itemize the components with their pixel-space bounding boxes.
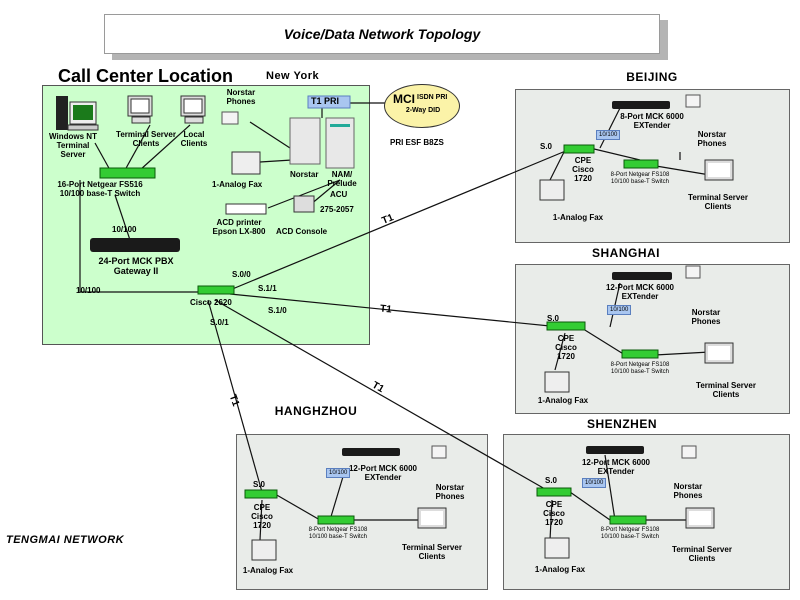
wan-link-beijing: [229, 149, 569, 291]
carrier-line2: 2-Way DID: [405, 107, 441, 114]
mci-carrier: MCI ISDN PRI 2-Way DID: [384, 84, 460, 128]
norstar-cabinet-icon: [289, 117, 321, 165]
fax-to-norstar: [259, 159, 293, 163]
city-hanghzhou: HANGHZHOU: [274, 404, 358, 418]
carrier-line1: ISDN PRI: [417, 94, 448, 101]
shenzhen-mck: 12-Port MCK 6000 EXTender: [581, 458, 651, 476]
norstar-label: Norstar: [290, 170, 319, 179]
beijing-serial: S.0: [540, 142, 553, 151]
pri-spec-label: PRI ESF B8ZS: [390, 138, 444, 147]
shanghai-phones: Norstar Phones: [691, 308, 721, 326]
hanghzhou-serial: S.0: [253, 480, 266, 489]
hanghzhou-mck: 12-Port MCK 6000 EXTender: [348, 464, 418, 482]
wan-link-shanghai: [229, 293, 561, 328]
router-label: Cisco 2620: [190, 298, 232, 307]
shanghai-serial: S.0: [547, 314, 560, 323]
router-2620-icon: [197, 285, 235, 295]
switch-to-pbx: [114, 194, 131, 241]
hq-phone-icon: [221, 111, 239, 125]
wan-link-hanghzhou: [207, 299, 263, 493]
title-banner: Voice/Data Network Topology: [104, 14, 660, 54]
t1-pri-tag: [307, 95, 351, 109]
acd-printer-icon: [225, 203, 267, 215]
hq-link-100-a: 10/100: [112, 225, 137, 234]
hanghzhou-ts-clients: Terminal Server Clients: [402, 543, 462, 561]
shenzhen-fax: 1-Analog Fax: [534, 565, 586, 574]
hq-link-100-b: 10/100: [76, 286, 101, 295]
acu-label: ACU: [330, 190, 348, 199]
ntserver-to-switch: [94, 142, 111, 171]
diagram-title: Voice/Data Network Topology: [283, 26, 481, 42]
hq-fax-label: 1-Analog Fax: [212, 180, 263, 189]
hanghzhou-switch: 8-Port Netgear FS108 10/100 base-T Switc…: [308, 527, 368, 540]
hq-switch-icon: [99, 167, 156, 179]
acd-printer-label: ACD printer Epson LX-800: [212, 218, 266, 236]
hanghzhou-fax: 1-Analog Fax: [242, 566, 294, 575]
shanghai-fax: 1-Analog Fax: [537, 396, 589, 405]
shenzhen-port: 10/100: [582, 478, 607, 488]
localclient-to-switch: [139, 124, 191, 171]
phones-to-norstar: [249, 121, 291, 149]
shanghai-port: 10/100: [607, 305, 632, 315]
hanghzhou-cpe: CPE Cisco 1720: [251, 503, 273, 530]
local-clients-label: Local Clients: [180, 130, 208, 148]
wan-link-shenzhen: [214, 299, 553, 494]
nt-server-icon: [56, 96, 99, 131]
acd-console-label: ACD Console: [276, 227, 328, 236]
nam-prelude-label: NAM/ Prelude: [327, 170, 357, 188]
ts-clients-label: Terminal Server Clients: [116, 130, 176, 148]
port-s11: S.1/1: [258, 284, 277, 293]
hq-city: New York: [266, 70, 320, 82]
beijing-port: 10/100: [596, 130, 621, 140]
beijing-cpe: CPE Cisco 1720: [572, 156, 594, 183]
hq-title: Call Center Location: [58, 66, 234, 86]
port-s10: S.1/0: [268, 306, 287, 315]
beijing-fax: 1-Analog Fax: [552, 213, 604, 222]
acu-to-printer: [267, 179, 341, 209]
beijing-ts-clients: Terminal Server Clients: [688, 193, 748, 211]
acd-console-icon: [293, 195, 315, 213]
hq-switch-label: 16-Port Netgear FS516 10/100 base-T Swit…: [57, 180, 143, 198]
shanghai-switch: 8-Port Netgear FS108 10/100 base-T Switc…: [610, 362, 670, 375]
shenzhen-serial: S.0: [545, 476, 558, 485]
t1-label-shanghai: T1: [379, 303, 393, 316]
hanghzhou-port: 10/100: [326, 468, 351, 478]
pbx-gateway-icon: [90, 238, 180, 252]
shenzhen-phones: Norstar Phones: [673, 482, 703, 500]
city-beijing: BEIJING: [626, 70, 678, 84]
acu-to-console: [309, 179, 341, 206]
port-s00: S.0/0: [232, 270, 251, 279]
city-shanghai: SHANGHAI: [591, 246, 661, 260]
extension-label: 275-2057: [320, 205, 354, 214]
hq-norstar-phones-label: Norstar Phones: [226, 88, 256, 106]
shanghai-cpe: CPE Cisco 1720: [555, 334, 577, 361]
tsclient-to-switch: [124, 124, 151, 171]
port-s01: S.0/1: [210, 318, 229, 327]
city-shenzhen: SHENZHEN: [586, 417, 658, 431]
nt-server-label: Windows NT Terminal Server: [49, 132, 97, 159]
t1-pri-label: T1 PRI: [311, 96, 340, 106]
beijing-mck: 8-Port MCK 6000 EXTender: [620, 112, 684, 130]
hanghzhou-phones: Norstar Phones: [435, 483, 465, 501]
pbx-gateway-label: 24-Port MCK PBX Gateway II: [98, 256, 174, 276]
shenzhen-cpe: CPE Cisco 1720: [543, 500, 565, 527]
carrier-name: MCI: [393, 92, 415, 106]
shanghai-ts-clients: Terminal Server Clients: [696, 381, 756, 399]
hq-fax-icon: [231, 151, 261, 175]
hq-client-pc-icons: [127, 95, 206, 124]
shenzhen-switch: 8-Port Netgear FS108 10/100 base-T Switc…: [600, 527, 660, 540]
shanghai-mck: 12-Port MCK 6000 EXTender: [605, 283, 675, 301]
footer-brand: TENGMAI NETWORK: [6, 534, 125, 546]
beijing-phones: Norstar Phones: [697, 130, 727, 148]
shenzhen-ts-clients: Terminal Server Clients: [672, 545, 732, 563]
beijing-switch: 8-Port Netgear FS108 10/100 base-T Switc…: [610, 172, 670, 185]
